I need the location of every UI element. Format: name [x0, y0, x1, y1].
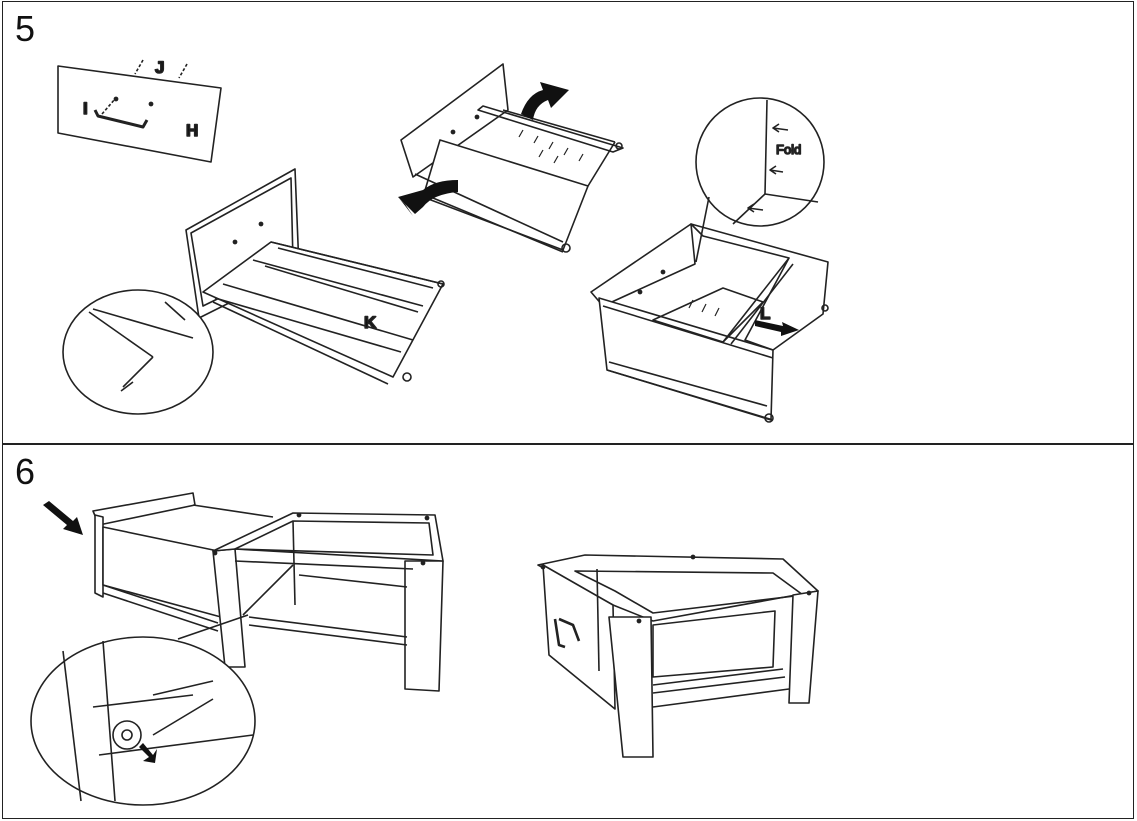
detail-magnifier-left	[62, 289, 214, 415]
drawer-bottom-assembly	[185, 168, 445, 385]
fold-detail-magnifier	[695, 97, 825, 263]
drawer-front-panel	[57, 59, 222, 163]
step-5-number: 5	[15, 8, 36, 49]
drawer-being-inserted	[92, 492, 274, 632]
rotation-arrow-left	[398, 180, 458, 216]
part-label-k: K	[364, 313, 377, 332]
slide-push-arrow	[755, 320, 799, 336]
fold-note: Fold	[776, 142, 801, 157]
step-6-number: 6	[15, 451, 36, 492]
part-label-h: H	[186, 121, 198, 140]
cabinet-frame	[212, 512, 444, 692]
part-label-l: L	[760, 304, 770, 323]
step-5-illustration: I J H K	[57, 57, 829, 423]
push-arrow-diagonal	[43, 501, 83, 535]
part-label-j: J	[155, 58, 164, 77]
assembled-cabinet	[537, 554, 819, 758]
assembled-drawer	[590, 223, 829, 423]
side-rotation-assembly	[400, 63, 624, 253]
step-5-panel: 5 I J H	[2, 1, 1134, 444]
step-6-panel: 6	[2, 444, 1134, 819]
part-label-i: I	[83, 99, 88, 118]
rotation-arrow-top	[521, 82, 569, 120]
step-6-illustration	[30, 492, 819, 806]
wheel-detail-magnifier	[30, 614, 256, 806]
